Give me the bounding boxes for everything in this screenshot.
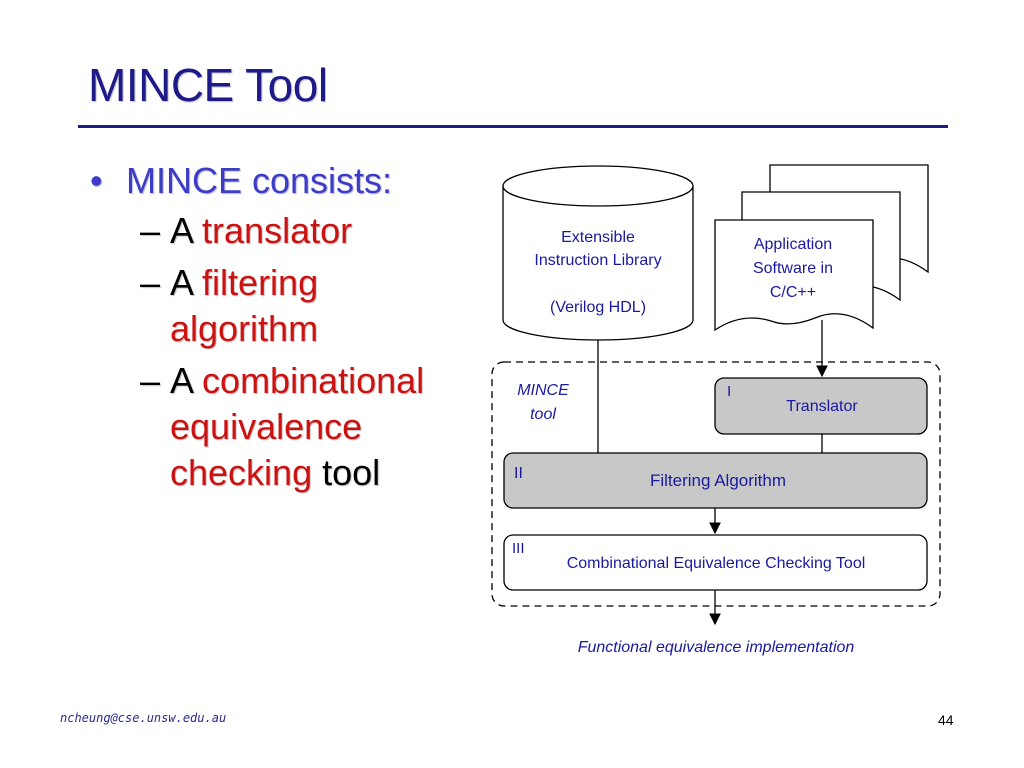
- translator-box: [714, 377, 928, 435]
- sub-bullet-combinational: – A combinational equivalence checking t…: [90, 358, 470, 496]
- sub-bullet-term: translator: [202, 210, 353, 251]
- footer-email: ncheung@cse.unsw.edu.au: [60, 711, 227, 725]
- stage-2-number: II: [514, 465, 523, 482]
- sub-bullet-term: algorithm: [170, 308, 319, 349]
- slide-title: MINCE Tool: [88, 59, 328, 111]
- sub-bullet-term: equivalence: [170, 406, 363, 447]
- sub-bullet-term: checking: [170, 452, 313, 493]
- equivalence-checking-label: Combinational Equivalence Checking Tool: [567, 555, 866, 572]
- sub-bullet-term: combinational: [202, 360, 425, 401]
- mince-tool-boundary: [491, 361, 941, 607]
- mince-tool-label-line1: MINCE: [517, 382, 569, 399]
- dash-icon: –: [140, 210, 161, 251]
- application-document-stack: [714, 164, 929, 332]
- bullet-main-text: MINCE consists:: [126, 160, 393, 201]
- dash-icon: –: [140, 262, 161, 303]
- sub-bullet-term: filtering: [202, 262, 319, 303]
- sub-bullet-filtering: – A filtering algorithm: [90, 260, 470, 352]
- stage-3-number: III: [512, 540, 525, 557]
- mince-tool-label-line2: tool: [530, 406, 556, 423]
- library-label-line2: Instruction Library: [534, 252, 661, 269]
- instruction-library-cylinder: [502, 165, 694, 341]
- stage-1-number: I: [727, 383, 731, 400]
- bullet-main: • MINCE consists:: [90, 160, 470, 202]
- bullet-dot-icon: •: [90, 160, 103, 201]
- translator-label: Translator: [786, 398, 858, 415]
- output-label: Functional equivalence implementation: [578, 639, 855, 656]
- sub-bullet-prefix: A: [170, 210, 193, 251]
- bullet-list: • MINCE consists: – A translator – A fil…: [90, 160, 470, 496]
- sub-bullet-prefix: A: [170, 262, 193, 303]
- filtering-algorithm-label: Filtering Algorithm: [650, 471, 786, 490]
- sub-bullet-prefix: A: [170, 360, 193, 401]
- title-underline: [78, 125, 948, 128]
- sub-bullet-translator: – A translator: [90, 208, 470, 254]
- application-label-line3: C/C++: [770, 284, 816, 301]
- library-label-line1: Extensible: [561, 229, 635, 246]
- page-number: 44: [938, 712, 954, 728]
- application-label-line2: Software in: [753, 260, 833, 277]
- library-label-line3: (Verilog HDL): [550, 299, 646, 316]
- sub-bullet-tail: tool: [322, 452, 381, 493]
- dash-icon: –: [140, 360, 161, 401]
- application-label-line1: Application: [754, 236, 832, 253]
